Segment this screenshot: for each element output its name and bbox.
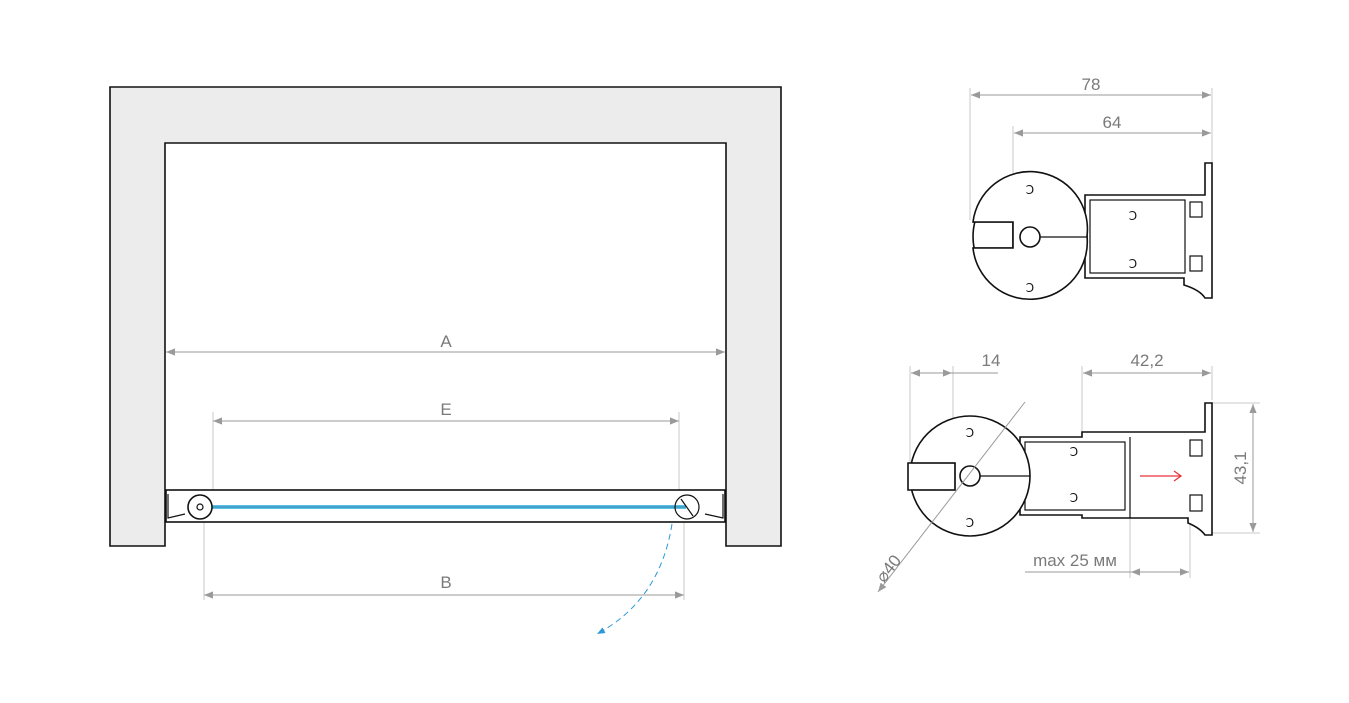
svg-text:Ↄ: Ↄ <box>1129 209 1137 223</box>
dimension-a-label: A <box>440 332 452 351</box>
svg-text:Ↄ: Ↄ <box>1070 445 1078 459</box>
dimension-diameter-line <box>877 401 1026 593</box>
dimension-b-label: B <box>440 573 451 592</box>
dimension-78-label: 78 <box>1082 75 1101 94</box>
dimension-42-2-label: 42,2 <box>1130 351 1163 370</box>
dimension-diameter-label: ⌀40 <box>872 551 905 586</box>
hinge-right <box>674 494 700 520</box>
plan-view: A E B <box>109 86 782 635</box>
svg-text:Ↄ: Ↄ <box>1129 257 1137 271</box>
profile-section-top: 78 64 Ↄ Ↄ Ↄ Ↄ <box>969 75 1213 301</box>
wall-niche <box>109 86 782 547</box>
dimension-43-1-label: 43,1 <box>1231 451 1250 484</box>
svg-text:Ↄ: Ↄ <box>1026 281 1034 295</box>
profile-section-bottom: 14 42,2 43,1 max 25 мм Ↄ Ↄ Ↄ Ↄ ⌀40 <box>872 351 1260 593</box>
dimension-14-label: 14 <box>982 351 1001 370</box>
dimension-64-label: 64 <box>1103 113 1122 132</box>
hinge-left <box>187 494 213 520</box>
svg-text:Ↄ: Ↄ <box>1070 491 1078 505</box>
svg-text:Ↄ: Ↄ <box>1026 183 1034 197</box>
dimension-e-label: E <box>440 400 451 419</box>
door-swing-arc <box>596 523 673 635</box>
svg-text:Ↄ: Ↄ <box>966 516 974 530</box>
svg-text:Ↄ: Ↄ <box>966 426 974 440</box>
dimension-adjust-label: max 25 мм <box>1033 551 1117 570</box>
